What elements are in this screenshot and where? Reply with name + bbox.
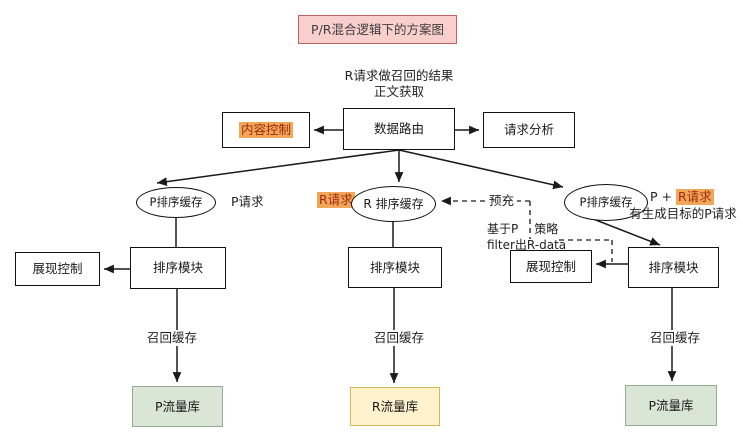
sort-module-left-box: 排序模块 bbox=[130, 247, 226, 289]
recall-cache-label-mid: 召回缓存 bbox=[371, 330, 428, 346]
prefill-label: 预充 bbox=[486, 193, 518, 209]
p-plus-r-request-label: P + R请求 bbox=[650, 189, 714, 205]
recall-cache-label-right: 召回缓存 bbox=[647, 330, 704, 346]
strategy-annotation: 基于P 策略 filter出R-data bbox=[487, 221, 566, 253]
strategy-line1-b: 策略 bbox=[534, 222, 559, 236]
content-control-label: 内容控制 bbox=[238, 122, 293, 138]
router-annotation-line1: R请求做召回的结果 bbox=[344, 68, 454, 83]
request-analysis-box: 请求分析 bbox=[483, 112, 575, 148]
router-annotation-line2: 正文获取 bbox=[373, 84, 424, 99]
p-sort-cache-right-ellipse: P排序缓存 bbox=[564, 184, 648, 221]
r-request-label-mid: R请求 bbox=[317, 192, 355, 208]
arrow-router-to-p-cache-left bbox=[156, 149, 400, 187]
display-control-right-box: 展现控制 bbox=[510, 250, 592, 283]
data-router-box: 数据路由 bbox=[343, 108, 455, 150]
p-plus-prefix: P + bbox=[650, 189, 672, 204]
p-sort-cache-left-ellipse: P排序缓存 bbox=[136, 187, 216, 218]
r-sort-cache-ellipse: R 排序缓存 bbox=[351, 186, 436, 222]
p-traffic-store-left-box: P流量库 bbox=[132, 386, 223, 427]
r-traffic-store-box: R流量库 bbox=[350, 387, 440, 426]
diagram-title: P/R混合逻辑下的方案图 bbox=[298, 15, 457, 44]
strategy-line2: filter出R-data bbox=[487, 238, 567, 252]
router-annotation: R请求做召回的结果 正文获取 bbox=[308, 68, 490, 100]
sort-module-mid-box: 排序模块 bbox=[348, 247, 442, 288]
content-control-box: 内容控制 bbox=[222, 112, 310, 148]
sort-module-right-box: 排序模块 bbox=[628, 247, 719, 288]
r-request-label-right: R请求 bbox=[676, 189, 714, 205]
p-traffic-store-right-box: P流量库 bbox=[625, 385, 717, 426]
arrow-router-to-p-cache-right bbox=[398, 149, 564, 190]
display-control-left-box: 展现控制 bbox=[15, 252, 100, 286]
generation-target-label: 有生成目标的P请求 bbox=[629, 206, 737, 221]
strategy-line1-a: 基于P bbox=[487, 222, 519, 236]
p-request-label: P请求 bbox=[231, 194, 264, 209]
recall-cache-label-left: 召回缓存 bbox=[144, 330, 201, 346]
